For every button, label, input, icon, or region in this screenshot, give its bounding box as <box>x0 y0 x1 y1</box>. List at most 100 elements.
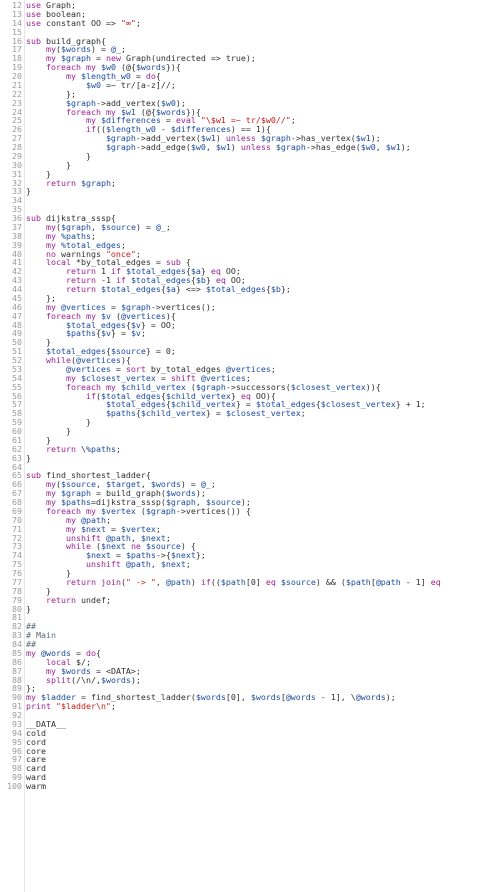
code-line[interactable]: 56 if($total_edges{$child_vertex} eq OO)… <box>0 391 484 401</box>
code-line[interactable]: 24 foreach my $w1 (@{$words}){ <box>0 107 484 117</box>
code-text[interactable]: local $/; <box>45 656 91 667</box>
code-text[interactable]: foreach my $vertex ($graph->vertices()) … <box>45 505 251 516</box>
code-line[interactable]: 93__DATA__ <box>0 719 484 729</box>
code-line[interactable]: 41 local *by_total_edges = sub { <box>0 258 484 267</box>
code-line[interactable]: 53 @vertices = sort by_total_edges @vert… <box>0 364 484 374</box>
code-line[interactable]: 59 } <box>0 418 484 427</box>
code-text[interactable]: unshift @path, $next; <box>65 532 171 543</box>
code-line[interactable]: 71 my $next = $vertex; <box>0 524 484 534</box>
code-line[interactable]: 30 } <box>0 159 484 170</box>
code-line[interactable]: 70 my @path; <box>0 515 484 525</box>
code-text[interactable]: my $closest_vertex = shift @vertices; <box>65 372 251 383</box>
code-line[interactable]: 68 my $paths=dijkstra_sssp($graph, $sour… <box>0 498 484 507</box>
code-text[interactable]: } <box>26 337 51 348</box>
code-text[interactable]: my %paths; <box>45 230 96 241</box>
code-line[interactable]: 45 }; <box>0 293 484 303</box>
code-text[interactable]: unshift @path, $next; <box>85 559 191 570</box>
code-text[interactable]: return $total_edges{$a} <=> $total_edges… <box>65 284 291 294</box>
code-line[interactable]: 55 foreach my $child_vertex ($graph->suc… <box>0 382 484 392</box>
code-text[interactable]: $total_edges{$v} = OO; <box>65 319 176 330</box>
code-text[interactable]: my($graph, $source) = @_; <box>45 221 171 232</box>
code-line[interactable]: 22 }; <box>0 88 484 99</box>
code-line[interactable]: 62 return \%paths; <box>0 444 484 454</box>
code-text[interactable]: while(@vertices){ <box>45 355 131 365</box>
code-text[interactable]: return undef; <box>45 594 111 605</box>
code-text[interactable]: $next = $paths->{$next}; <box>85 550 206 561</box>
code-text[interactable] <box>26 613 484 622</box>
code-text[interactable]: split(/\n/,$words); <box>45 674 141 685</box>
code-text[interactable]: my $ladder = find_shortest_ladder($words… <box>26 692 396 703</box>
code-text[interactable]: }; <box>26 88 76 99</box>
code-text[interactable]: $w0 =~ tr/[a-z]//; <box>85 79 176 90</box>
code-line[interactable]: 43 return -1 if $total_edges{$b} eq OO; <box>0 276 484 285</box>
code-line[interactable]: 73 while ($next ne $source) { <box>0 542 484 551</box>
code-text[interactable]: } <box>26 186 31 197</box>
code-text[interactable]: ward <box>26 772 46 783</box>
code-line[interactable]: 32 return $graph; <box>0 178 484 188</box>
code-text[interactable]: my @vertices = $graph->vertices(); <box>45 301 216 312</box>
code-text[interactable]: sub build_graph{ <box>26 35 106 46</box>
code-line[interactable]: 79 return undef; <box>0 594 484 605</box>
code-line[interactable]: 64 <box>0 462 484 472</box>
code-line[interactable]: 37 my($graph, $source) = @_; <box>0 221 484 232</box>
code-line[interactable]: 92 <box>0 711 484 720</box>
code-text[interactable]: } <box>26 168 51 179</box>
code-line[interactable]: 52 while(@vertices){ <box>0 356 484 365</box>
code-text[interactable]: } <box>26 603 31 614</box>
code-text[interactable]: # Main <box>26 630 56 641</box>
code-text[interactable]: sub find_shortest_ladder{ <box>26 470 151 481</box>
code-line[interactable]: 15 <box>0 27 484 37</box>
code-line[interactable]: 44 return $total_edges{$a} <=> $total_ed… <box>0 285 484 294</box>
code-text[interactable]: } <box>26 417 91 428</box>
code-text[interactable]: sub dijkstra_sssp{ <box>26 213 116 223</box>
code-line[interactable]: 81 <box>0 613 484 622</box>
code-line[interactable]: 50 } <box>0 338 484 347</box>
code-line[interactable]: 84## <box>0 640 484 649</box>
code-line[interactable]: 39 my %total_edges; <box>0 240 484 250</box>
code-text[interactable]: my $words = <DATA>; <box>45 665 141 676</box>
code-line[interactable]: 20 my $length_w0 = do{ <box>0 72 484 81</box>
code-line[interactable]: 66 my($source, $target, $words) = @_; <box>0 480 484 489</box>
code-text[interactable]: my $graph = new Graph(undirected => true… <box>45 53 256 64</box>
code-line[interactable]: 60 } <box>0 427 484 436</box>
code-line[interactable]: 57 $total_edges{$child_vertex} = $total_… <box>0 400 484 409</box>
code-line[interactable]: 69 foreach my $vertex ($graph->vertices(… <box>0 505 484 516</box>
code-text[interactable]: foreach my $v (@vertices){ <box>45 310 176 321</box>
code-line[interactable]: 21 $w0 =~ tr/[a-z]//; <box>0 79 484 90</box>
code-text[interactable]: cold <box>26 727 46 738</box>
code-line[interactable]: 67 my $graph = build_graph($words); <box>0 489 484 498</box>
code-text[interactable]: return 1 if $total_edges{$a} eq OO; <box>65 266 241 277</box>
code-text[interactable]: care <box>26 754 46 765</box>
code-text[interactable]: $graph->add_edge($w0, $w1) unless $graph… <box>105 142 411 152</box>
code-text[interactable]: my $paths=dijkstra_sssp($graph, $source)… <box>45 497 251 507</box>
code-text[interactable]: card <box>26 763 46 774</box>
code-text[interactable]: while ($next ne $source) { <box>65 541 196 552</box>
code-text[interactable]: my $length_w0 = do{ <box>65 71 161 81</box>
code-line[interactable]: 72 unshift @path, $next; <box>0 532 484 543</box>
code-text[interactable]: use constant OO => "∞"; <box>26 17 141 28</box>
code-line[interactable]: 42 return 1 if $total_edges{$a} eq OO; <box>0 267 484 276</box>
code-text[interactable]: print "$ladder\n"; <box>26 701 116 712</box>
code-text[interactable]: ## <box>26 621 36 632</box>
code-line[interactable]: 34 <box>0 196 484 205</box>
code-line[interactable]: 76 } <box>0 569 484 578</box>
code-line[interactable]: 49 $paths{$v} = $v; <box>0 329 484 338</box>
code-text[interactable]: } <box>26 159 71 170</box>
code-text[interactable]: no warnings "once"; <box>45 248 141 259</box>
code-line[interactable]: 58 $paths{$child_vertex} = $closest_vert… <box>0 409 484 418</box>
code-text[interactable]: cord <box>26 736 46 747</box>
code-text[interactable]: $graph->add_vertex($w0); <box>65 97 186 108</box>
code-line[interactable]: 46 my @vertices = $graph->vertices(); <box>0 301 484 312</box>
code-line[interactable]: 77 return join(" -> ", @path) if(($path[… <box>0 577 484 587</box>
code-text[interactable]: use Graph; <box>26 0 76 10</box>
code-line[interactable]: 23 $graph->add_vertex($w0); <box>0 97 484 108</box>
code-text[interactable]: } <box>26 452 31 463</box>
